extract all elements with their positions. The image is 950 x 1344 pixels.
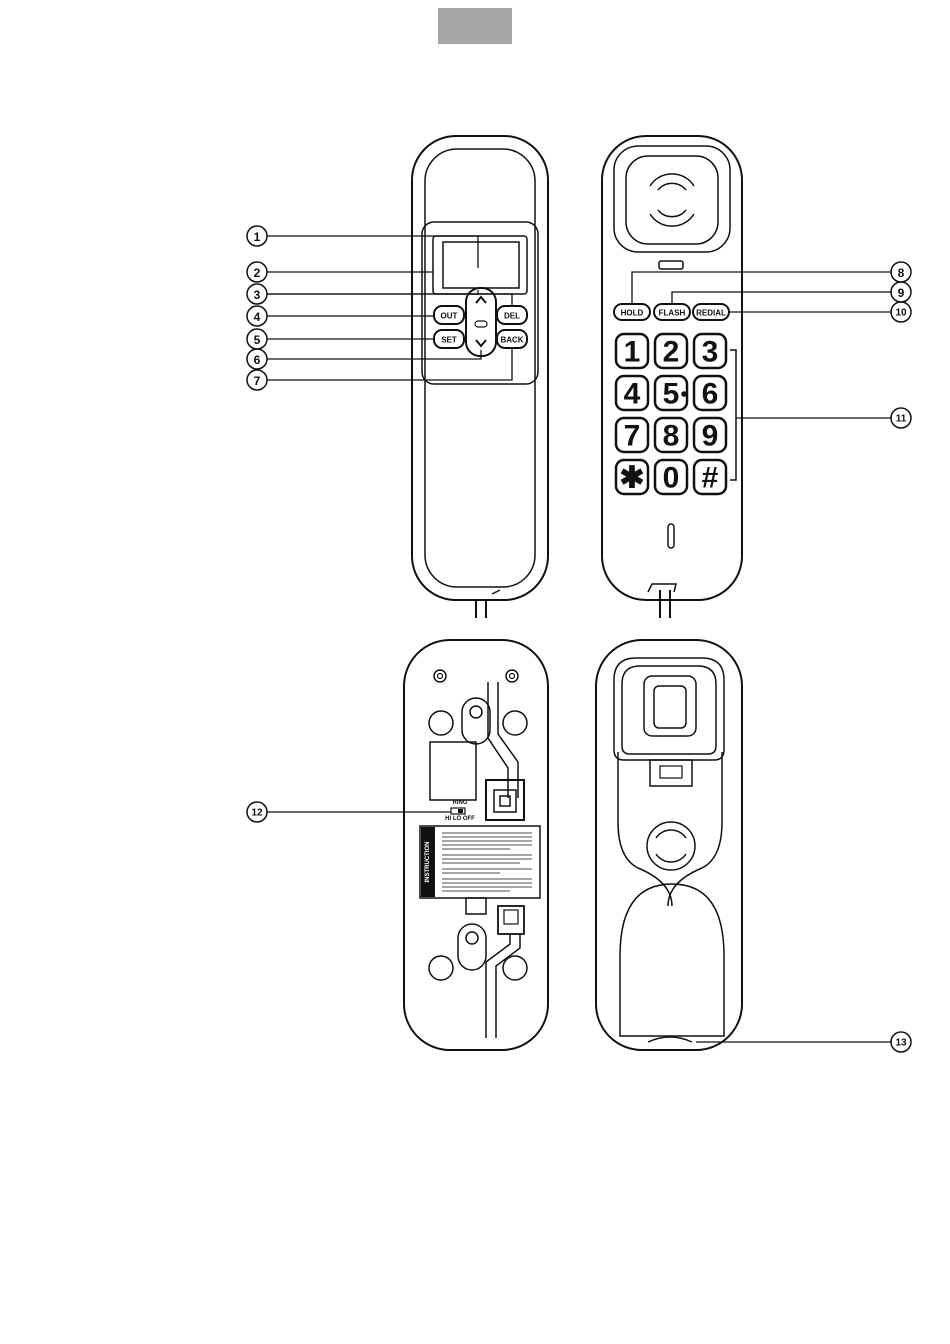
key-0-label: 0: [663, 462, 680, 495]
callout-5: 5: [254, 333, 261, 347]
flash-button-label: FLASH: [659, 309, 686, 318]
ringer-title: RING: [453, 800, 468, 806]
hook-switch[interactable]: [650, 760, 692, 786]
key-4-label: 4: [624, 378, 641, 411]
del-button-label: DEL: [504, 312, 520, 321]
key-1-label: 1: [624, 336, 641, 369]
callout-markers: [247, 226, 911, 1052]
callout-11: 11: [896, 414, 907, 425]
header-tab: [438, 8, 512, 44]
key-6-label: 6: [702, 378, 719, 411]
lcd-display: [433, 236, 527, 294]
callout-lines: [267, 236, 892, 1042]
callout-9: 9: [898, 286, 905, 300]
key-8-label: 8: [663, 420, 680, 453]
base-front-view: [596, 640, 742, 1050]
out-button-label: OUT: [441, 312, 458, 321]
instruction-title: INSTRUCTION: [425, 842, 431, 883]
back-button-label: BACK: [500, 336, 523, 345]
callout-2: 2: [254, 266, 261, 280]
callout-7: 7: [254, 374, 261, 388]
ringer-options: HI LO OFF: [445, 816, 475, 822]
key-7-label: 7: [624, 420, 641, 453]
callout-12: 12: [251, 808, 263, 819]
callout-4: 4: [254, 310, 261, 324]
callout-3: 3: [254, 288, 261, 302]
callout-1: 1: [254, 230, 261, 244]
microphone-slot: [668, 524, 674, 548]
handset-front-view: [412, 136, 548, 618]
key-hash-label: #: [702, 462, 719, 495]
callout-10: 10: [895, 308, 907, 319]
key-star-label: ✱: [619, 462, 644, 495]
wall-mount-slot-bottom: [458, 924, 486, 970]
handset-cradle: [620, 884, 724, 1036]
callout-8: 8: [898, 266, 905, 280]
callout-6: 6: [254, 353, 261, 367]
key-5-label: 5: [663, 378, 680, 411]
key-5-tactile-dot: [682, 392, 686, 396]
hold-button-label: HOLD: [621, 309, 644, 318]
key-3-label: 3: [702, 336, 719, 369]
redial-button-label: REDIAL: [696, 309, 726, 318]
wall-mount-slot-top: [462, 698, 490, 744]
key-9-label: 9: [702, 420, 719, 453]
back-label-area: [430, 742, 476, 800]
key-2-label: 2: [663, 336, 680, 369]
set-button-label: SET: [441, 336, 457, 345]
callout-13: 13: [895, 1038, 907, 1049]
